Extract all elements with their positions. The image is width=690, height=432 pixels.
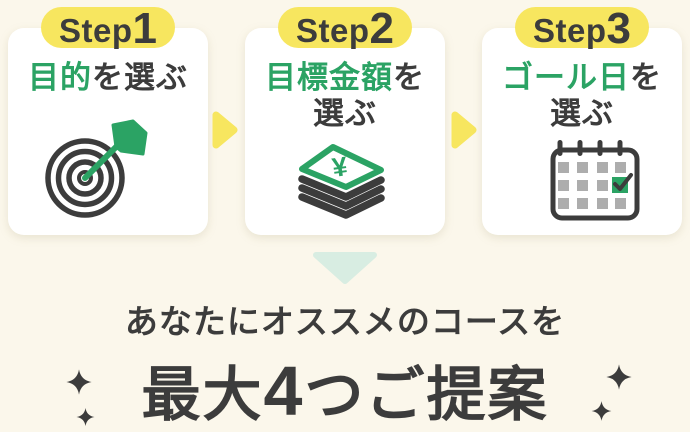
target-icon xyxy=(45,119,148,218)
sparkle-icon xyxy=(591,401,612,421)
step-badge-number: 3 xyxy=(606,4,631,53)
step-3-title: ゴール日を 選ぶ xyxy=(502,60,662,131)
arrow-right-icon xyxy=(212,111,238,149)
step-badge-number: 2 xyxy=(369,4,394,53)
arrow-right-icon xyxy=(451,111,477,149)
step-2-title: 目標金額を 選ぶ xyxy=(265,60,425,131)
calendar-icon xyxy=(550,140,640,221)
footer-headline-text: 最大4つご提案 xyxy=(141,352,549,430)
triangle-down-icon xyxy=(313,252,377,284)
sparkle-icon xyxy=(606,364,632,390)
step-1-title: 目的を選ぶ xyxy=(28,60,188,95)
footer-lead-text: あなたにオススメのコースを xyxy=(124,303,566,340)
sparkle-icon xyxy=(76,408,95,426)
step-badge-label: Step xyxy=(59,12,133,49)
step-badge-label: Step xyxy=(533,12,607,49)
step-badge-number: 1 xyxy=(132,4,157,53)
svg-text:¥: ¥ xyxy=(330,151,349,183)
money-stack-icon: ¥ xyxy=(298,144,385,219)
sparkle-icon xyxy=(66,369,92,395)
step-badge-label: Step xyxy=(296,12,370,49)
headline-number: 4 xyxy=(263,352,305,430)
